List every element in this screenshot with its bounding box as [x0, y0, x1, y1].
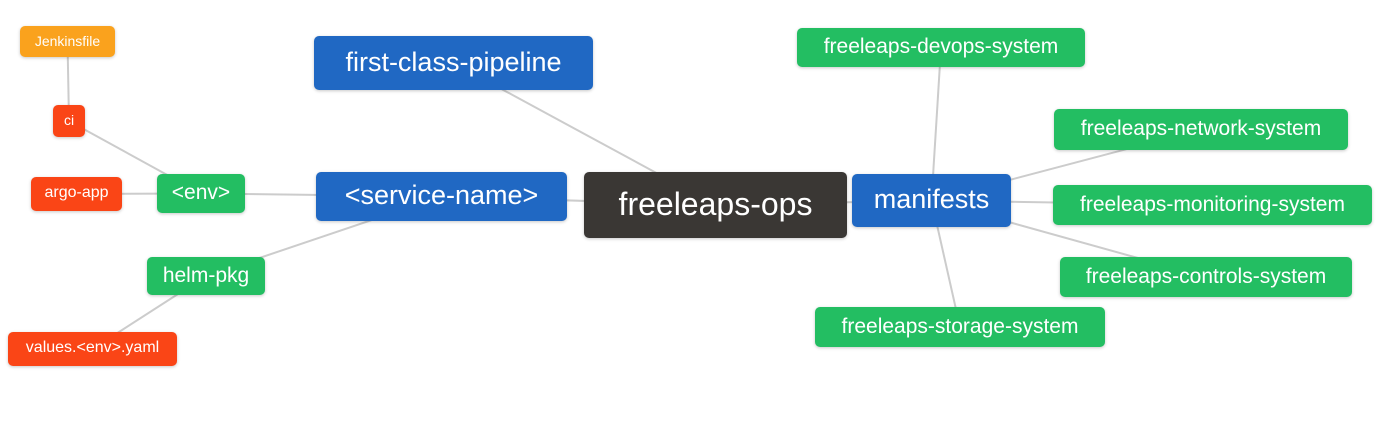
node-label: <service-name>: [344, 180, 539, 210]
node-label: freeleaps-ops: [618, 186, 813, 222]
node-env[interactable]: <env>: [157, 174, 245, 213]
node-ci[interactable]: ci: [53, 105, 85, 137]
node-label: values.<env>.yaml: [25, 339, 160, 356]
node-label: Jenkinsfile: [34, 32, 101, 49]
node-label: manifests: [873, 184, 990, 214]
node-helm-pkg[interactable]: helm-pkg: [147, 257, 265, 295]
node-label: freeleaps-monitoring-system: [1080, 192, 1345, 216]
node-label: first-class-pipeline: [345, 46, 562, 77]
node-freeleaps-devops-system[interactable]: freeleaps-devops-system: [797, 28, 1085, 67]
node-label: freeleaps-storage-system: [841, 314, 1079, 338]
node-label: <env>: [171, 181, 231, 204]
node-freeleaps-storage-system[interactable]: freeleaps-storage-system: [815, 307, 1105, 347]
node-freeleaps-monitoring-system[interactable]: freeleaps-monitoring-system: [1053, 185, 1372, 225]
node-label: freeleaps-controls-system: [1085, 264, 1327, 288]
node-label: argo-app: [44, 184, 109, 201]
node-label: freeleaps-devops-system: [823, 35, 1059, 58]
node-first-class-pipeline[interactable]: first-class-pipeline: [314, 36, 593, 90]
node-label: freeleaps-network-system: [1080, 117, 1322, 140]
node-jenkinsfile[interactable]: Jenkinsfile: [20, 26, 115, 57]
node-manifests[interactable]: manifests: [852, 174, 1011, 227]
node-argo-app[interactable]: argo-app: [31, 177, 122, 211]
node-values-env-yaml[interactable]: values.<env>.yaml: [8, 332, 177, 366]
node-freeleaps-network-system[interactable]: freeleaps-network-system: [1054, 109, 1348, 150]
node-label: ci: [63, 112, 75, 128]
node-freeleaps-controls-system[interactable]: freeleaps-controls-system: [1060, 257, 1352, 297]
node-service-name[interactable]: <service-name>: [316, 172, 567, 221]
node-label: helm-pkg: [162, 263, 250, 287]
node-freeleaps-ops[interactable]: freeleaps-ops: [584, 172, 847, 238]
